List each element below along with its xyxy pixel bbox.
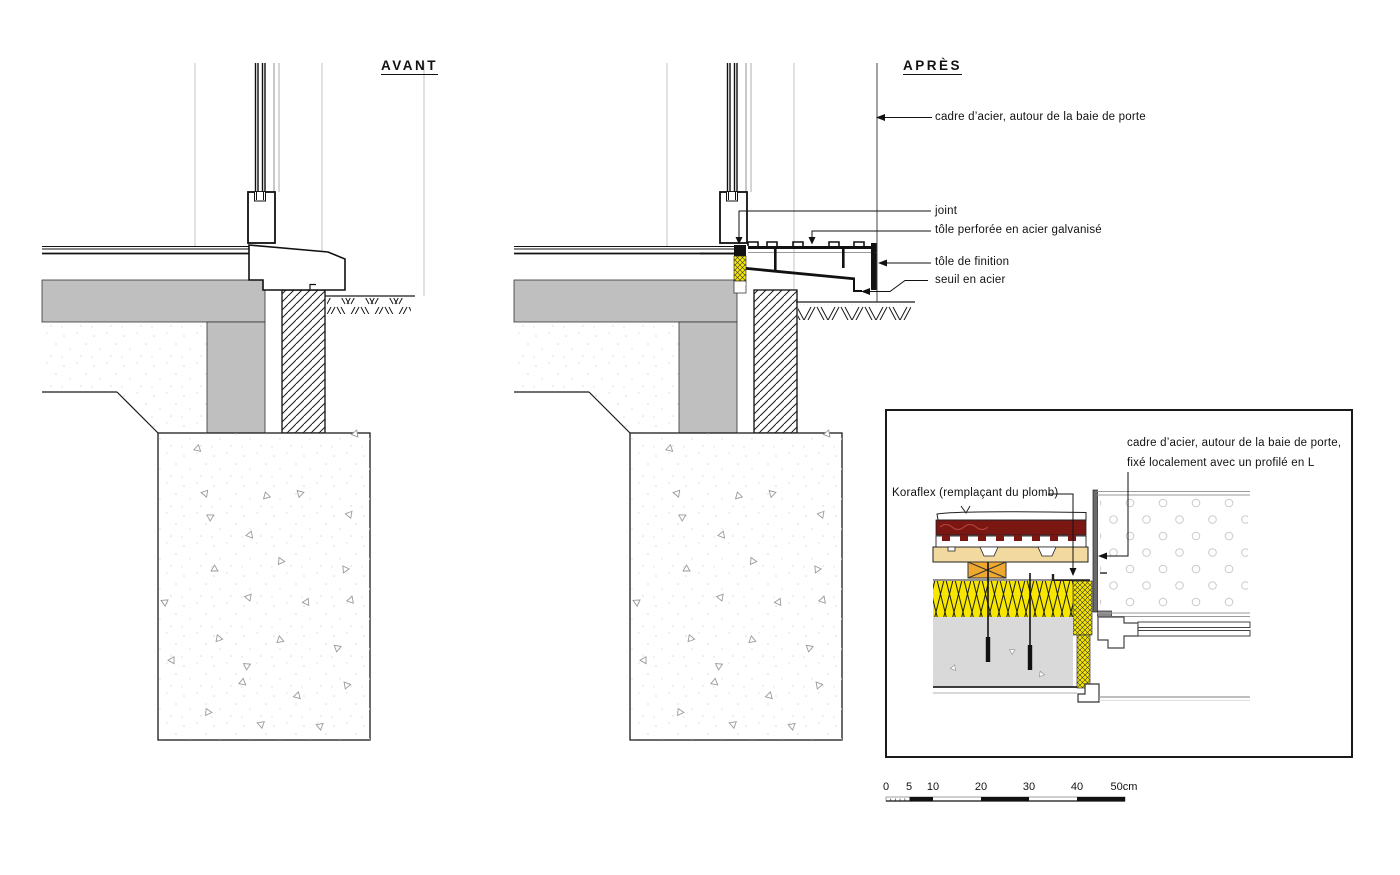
apres-arrowheads bbox=[735, 114, 887, 295]
board-notches bbox=[947, 546, 1057, 557]
inset-leaders bbox=[1048, 472, 1129, 570]
frame-end-bar bbox=[871, 243, 877, 290]
board-layer bbox=[935, 535, 1087, 548]
avant-stone-sill bbox=[248, 244, 346, 291]
avant-section bbox=[42, 63, 425, 740]
title-apres: APRÈS bbox=[903, 58, 963, 75]
v-mark bbox=[960, 505, 971, 514]
apres-threshold-assembly bbox=[733, 241, 877, 294]
steel-sill-hook bbox=[853, 278, 862, 292]
insulation-layer bbox=[933, 581, 1073, 617]
l-profile-foot bbox=[1097, 610, 1112, 617]
label-tole-finition: tôle de finition bbox=[935, 256, 1010, 268]
scale-tick-30: 30 bbox=[1022, 781, 1036, 793]
label-inset-cadre-2: fixé localement avec un profilé en L bbox=[1127, 457, 1315, 469]
detail-inset bbox=[885, 409, 1353, 758]
scale-tick-5: 5 bbox=[905, 781, 913, 793]
support-post bbox=[842, 249, 845, 268]
door-sill-profile bbox=[1097, 616, 1251, 649]
cap-layer bbox=[936, 511, 1087, 521]
scale-tick-0: 0 bbox=[882, 781, 890, 793]
corrugated-deck bbox=[935, 519, 1087, 541]
label-tole-perforee: tôle perforée en acier galvanisé bbox=[935, 224, 1102, 236]
label-koraflex: Koraflex (remplaçant du plomb) bbox=[892, 487, 1059, 499]
perforated-door-plate bbox=[1097, 491, 1250, 617]
apres-ground bbox=[796, 301, 915, 320]
finishing-sheet bbox=[746, 267, 855, 281]
inset-arrowheads bbox=[1069, 552, 1107, 576]
compriband-column bbox=[1072, 580, 1093, 689]
scale-tick-20: 20 bbox=[974, 781, 988, 793]
drip-groove bbox=[309, 283, 316, 290]
scale-bar bbox=[885, 796, 1126, 802]
label-joint: joint bbox=[935, 205, 958, 217]
joint-seal bbox=[734, 245, 746, 256]
scale-tick-50cm: 50cm bbox=[1110, 781, 1138, 793]
fasteners bbox=[985, 562, 1033, 670]
mortar-block bbox=[734, 281, 746, 293]
label-cadre-acier: cadre d’acier, autour de la baie de port… bbox=[935, 111, 1146, 123]
avant-ground bbox=[325, 295, 415, 314]
timber-blocking bbox=[967, 561, 1007, 579]
label-inset-cadre-1: cadre d’acier, autour de la baie de port… bbox=[1127, 437, 1342, 449]
concrete-slab bbox=[933, 617, 1077, 694]
scale-tick-40: 40 bbox=[1070, 781, 1084, 793]
sheet-clips bbox=[747, 241, 865, 246]
apres-leaders bbox=[738, 117, 932, 292]
timber-plank bbox=[932, 546, 1089, 563]
title-avant: AVANT bbox=[381, 58, 438, 75]
compriband-strip bbox=[734, 256, 746, 281]
apres-section bbox=[514, 63, 932, 740]
scale-tick-10: 10 bbox=[926, 781, 940, 793]
perforated-sheet bbox=[748, 246, 871, 249]
support-post bbox=[774, 249, 777, 272]
bottom-curb bbox=[1077, 683, 1250, 703]
label-seuil-acier: seuil en acier bbox=[935, 274, 1006, 286]
